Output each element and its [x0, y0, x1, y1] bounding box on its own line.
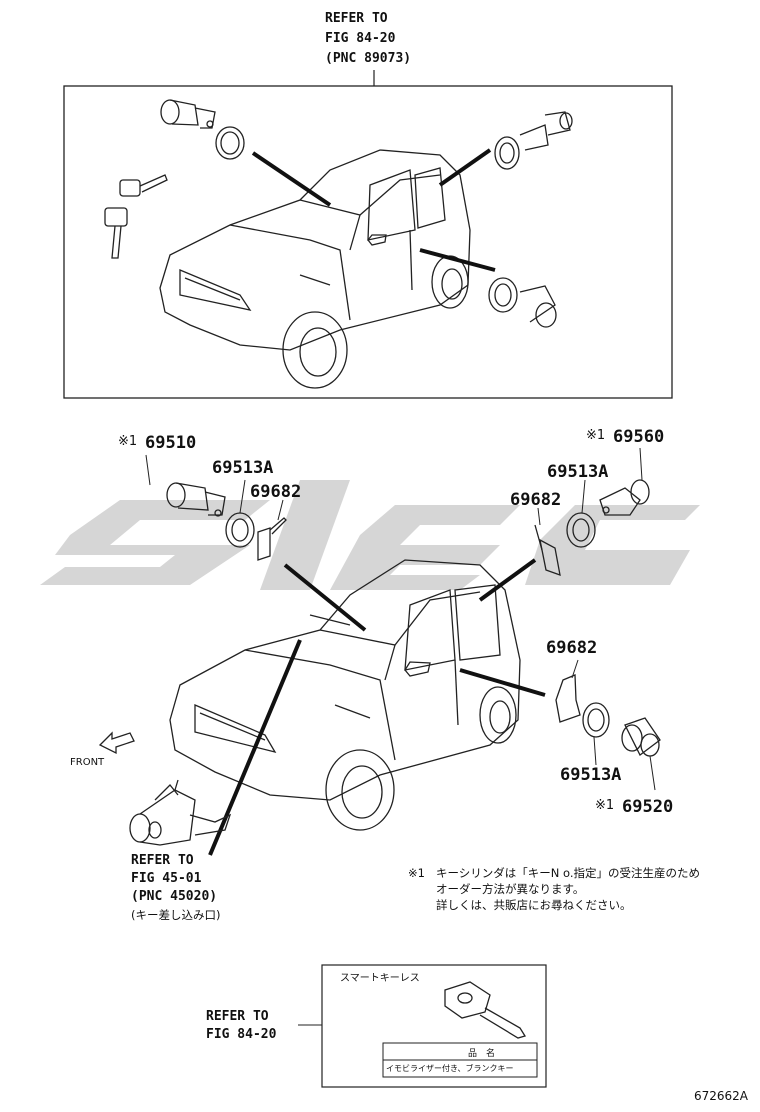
callout-69560: 69560 — [613, 427, 665, 447]
top-refer-line1: REFER TO — [325, 11, 388, 26]
top-vehicle-drawing — [159, 149, 471, 389]
note-mark-69520: ※1 — [595, 798, 615, 813]
callout-69513a-right: 69513A — [547, 462, 609, 482]
lock-cylinder-69510 — [145, 454, 226, 517]
top-lock-cylinder-lower — [488, 277, 557, 328]
bottom-refer-line3: (PNC 45020) — [131, 889, 218, 904]
figure-id: 672662A — [694, 1089, 749, 1103]
note-line2: オーダー方法が異なります。 — [436, 882, 585, 896]
retainer-69682-right — [534, 507, 561, 576]
callout-69682-lower: 69682 — [546, 638, 598, 658]
smart-key-frame — [321, 964, 547, 1088]
note-mark-69560: ※1 — [586, 428, 606, 443]
front-arrow — [98, 731, 135, 755]
note-mark-69510: ※1 — [118, 434, 138, 449]
bottom-refer-line1: REFER TO — [131, 853, 194, 868]
ignition-lock-drawing — [129, 779, 232, 846]
lock-cylinder-69560 — [599, 447, 650, 516]
smart-key-drawing — [444, 981, 527, 1039]
retainer-69682-left — [257, 499, 287, 561]
note-line3: 詳しくは、共販店にお尋ねください。 — [436, 898, 632, 912]
smart-refer-line1: REFER TO — [206, 1009, 269, 1024]
callout-69513a-lower: 69513A — [560, 765, 622, 785]
top-lock-cylinder-right — [494, 111, 573, 170]
top-refer-line2: FIG 84-20 — [325, 31, 396, 46]
callout-69510: 69510 — [145, 433, 197, 453]
top-keys — [104, 174, 168, 259]
top-refer-line3: (PNC 89073) — [325, 51, 412, 66]
callout-69682-right: 69682 — [510, 490, 562, 510]
smart-key-title: スマートキーレス — [340, 973, 420, 984]
bottom-refer-line2: FIG 45-01 — [131, 871, 202, 886]
gasket-69513a-lower — [582, 702, 610, 766]
retainer-69682-lower — [555, 659, 581, 723]
main-vehicle-drawing — [169, 559, 521, 831]
gasket-69513a-left — [225, 479, 255, 548]
note-line1: キーシリンダは「キーN o.指定」の受注生産のため — [436, 866, 701, 880]
callout-69682-left: 69682 — [250, 482, 302, 502]
callout-69513a-left: 69513A — [212, 458, 274, 478]
note-mark: ※1 — [408, 866, 425, 880]
gasket-69513a-right — [566, 479, 596, 548]
watermark-logo — [40, 480, 700, 590]
front-label: FRONT — [70, 757, 105, 768]
bottom-refer-line4: (キー差し込み口) — [131, 908, 221, 922]
smart-refer-line2: FIG 84-20 — [206, 1027, 277, 1042]
smart-key-table-header: 品 名 — [468, 1049, 496, 1059]
smart-key-table-row: イモビライザー付き、ブランクキー — [386, 1064, 514, 1073]
top-lock-cylinder-left — [160, 99, 245, 160]
lock-cylinder-69520 — [621, 717, 661, 791]
callout-69520: 69520 — [622, 797, 674, 817]
top-frame — [63, 85, 673, 399]
